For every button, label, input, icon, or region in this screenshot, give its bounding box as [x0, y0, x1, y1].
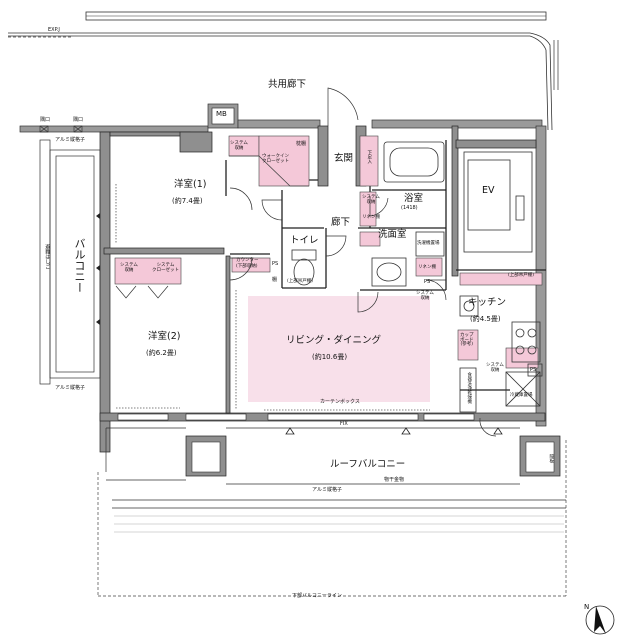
- fridge-label: 冷蔵庫置場: [510, 393, 533, 398]
- west-room-2-name: 洋室(2): [148, 331, 181, 342]
- closet-doors: [115, 285, 169, 299]
- dishwasher-label: 食器洗浄乾燥機: [466, 372, 472, 404]
- roof-balcony-label: ルーフバルコニー: [330, 459, 406, 470]
- system-closet: システム クローゼット: [152, 263, 179, 273]
- door-swings: [229, 87, 497, 437]
- mb-label: MB: [216, 110, 227, 118]
- system-storage-bath: システム 収納: [362, 195, 380, 205]
- washroom-label: 洗面室: [378, 229, 407, 240]
- lower-balcony-line-label: 下部バルコニーライン: [292, 593, 342, 599]
- ps-2: PS: [424, 279, 431, 285]
- roof-balcony-posts: [185, 435, 561, 477]
- bath-size: (1418): [401, 205, 418, 211]
- makuradana-label: 枕棚: [296, 141, 307, 147]
- system-storage-k2: システム 収納: [486, 363, 504, 373]
- linen-shelf-1: リネン棚: [362, 215, 380, 220]
- system-storage-1: システム 収納: [230, 141, 248, 151]
- north-label: N: [584, 603, 590, 611]
- partitions: [225, 140, 546, 391]
- lower-hatch: [114, 515, 564, 533]
- system-storage-2: システム 収納: [120, 263, 138, 273]
- koguchi-label-2: 隅口: [73, 117, 84, 123]
- windows: [117, 413, 475, 421]
- living-dining-area: [248, 296, 430, 402]
- emergency-ladder-label: 避難はしご: [44, 244, 51, 269]
- walkin-closet-outline: [229, 155, 309, 187]
- storage-areas: [114, 135, 543, 369]
- balcony-label: バルコニー: [73, 238, 86, 293]
- corridor-label: 廊下: [331, 217, 351, 228]
- triangle-marks: [285, 427, 503, 435]
- living-dining-size: (約10.6畳): [312, 353, 348, 361]
- kitchen-fixtures: [459, 295, 543, 413]
- ev-shaft: [463, 151, 533, 253]
- shelf-label: 棚: [272, 277, 278, 283]
- curtain-box-label: カーテンボックス: [320, 399, 360, 405]
- kitchen-size: (約4.5畳): [470, 315, 501, 323]
- window-lines: [115, 184, 430, 411]
- alumi-lattice-bottom: アルミ縦格子: [55, 385, 85, 391]
- counter-label: カウンター: [236, 258, 259, 263]
- counter-sub: (下部収納): [236, 264, 258, 269]
- linen-shelf-2: リネン棚: [418, 265, 436, 270]
- west-balcony: [39, 139, 101, 385]
- west-room-1-size: (約7.4畳): [172, 197, 203, 205]
- toilet-fixture: [291, 249, 317, 286]
- roof-balcony-posts-inner: [191, 441, 555, 473]
- ps-3: PS: [530, 367, 537, 373]
- toilet-label: トイレ: [290, 235, 319, 246]
- ev-label: EV: [482, 185, 495, 196]
- exp-joint: [8, 11, 559, 131]
- fix-label: FIX: [340, 421, 348, 427]
- koguchi-label-1: 隅口: [40, 117, 51, 123]
- clothes-hanger-label: 物干金物: [384, 477, 405, 483]
- alumi-lattice-roof: アルミ縦格子: [312, 487, 342, 493]
- alumi-lattice-top: アルミ縦格子: [55, 137, 85, 143]
- cupboard-label: カップ ボード (参考): [460, 333, 474, 348]
- west-room-2-size: (約6.2畳): [146, 349, 177, 357]
- common-corridor-label: 共用廊下: [268, 79, 307, 90]
- bath-name: 浴室: [404, 193, 424, 204]
- west-room-1-name: 洋室(1): [174, 179, 207, 190]
- north-arrow: [585, 605, 615, 635]
- dashed-guides: [8, 36, 567, 597]
- genkan-label: 玄関: [334, 153, 354, 164]
- system-storage-kitchen: システム 収納: [416, 291, 434, 301]
- right-small-label: 隔板: [548, 454, 554, 463]
- bath-fixtures: [383, 141, 445, 183]
- upper-storage-1: (上部吊戸棚): [287, 279, 314, 284]
- balcony-arrows: [96, 213, 100, 325]
- roof-balcony: [105, 427, 566, 509]
- kitchen-name: キッチン: [468, 297, 507, 308]
- washbasin: [371, 231, 445, 287]
- koguchi-markers: [39, 125, 83, 133]
- living-dining-name: リビング・ダイニング: [286, 335, 382, 346]
- upper-storage-2: (上部吊戸棚): [508, 273, 535, 278]
- shoes-storage-label: 下足入: [366, 150, 372, 164]
- washer-space-label: 洗濯機置場: [417, 241, 440, 246]
- mb-box: [211, 107, 235, 125]
- ps-1: PS: [272, 261, 279, 267]
- exp-joint-label: EXP.J: [48, 27, 60, 33]
- walkin-closet-label: ウォークイン クローゼット: [262, 154, 289, 164]
